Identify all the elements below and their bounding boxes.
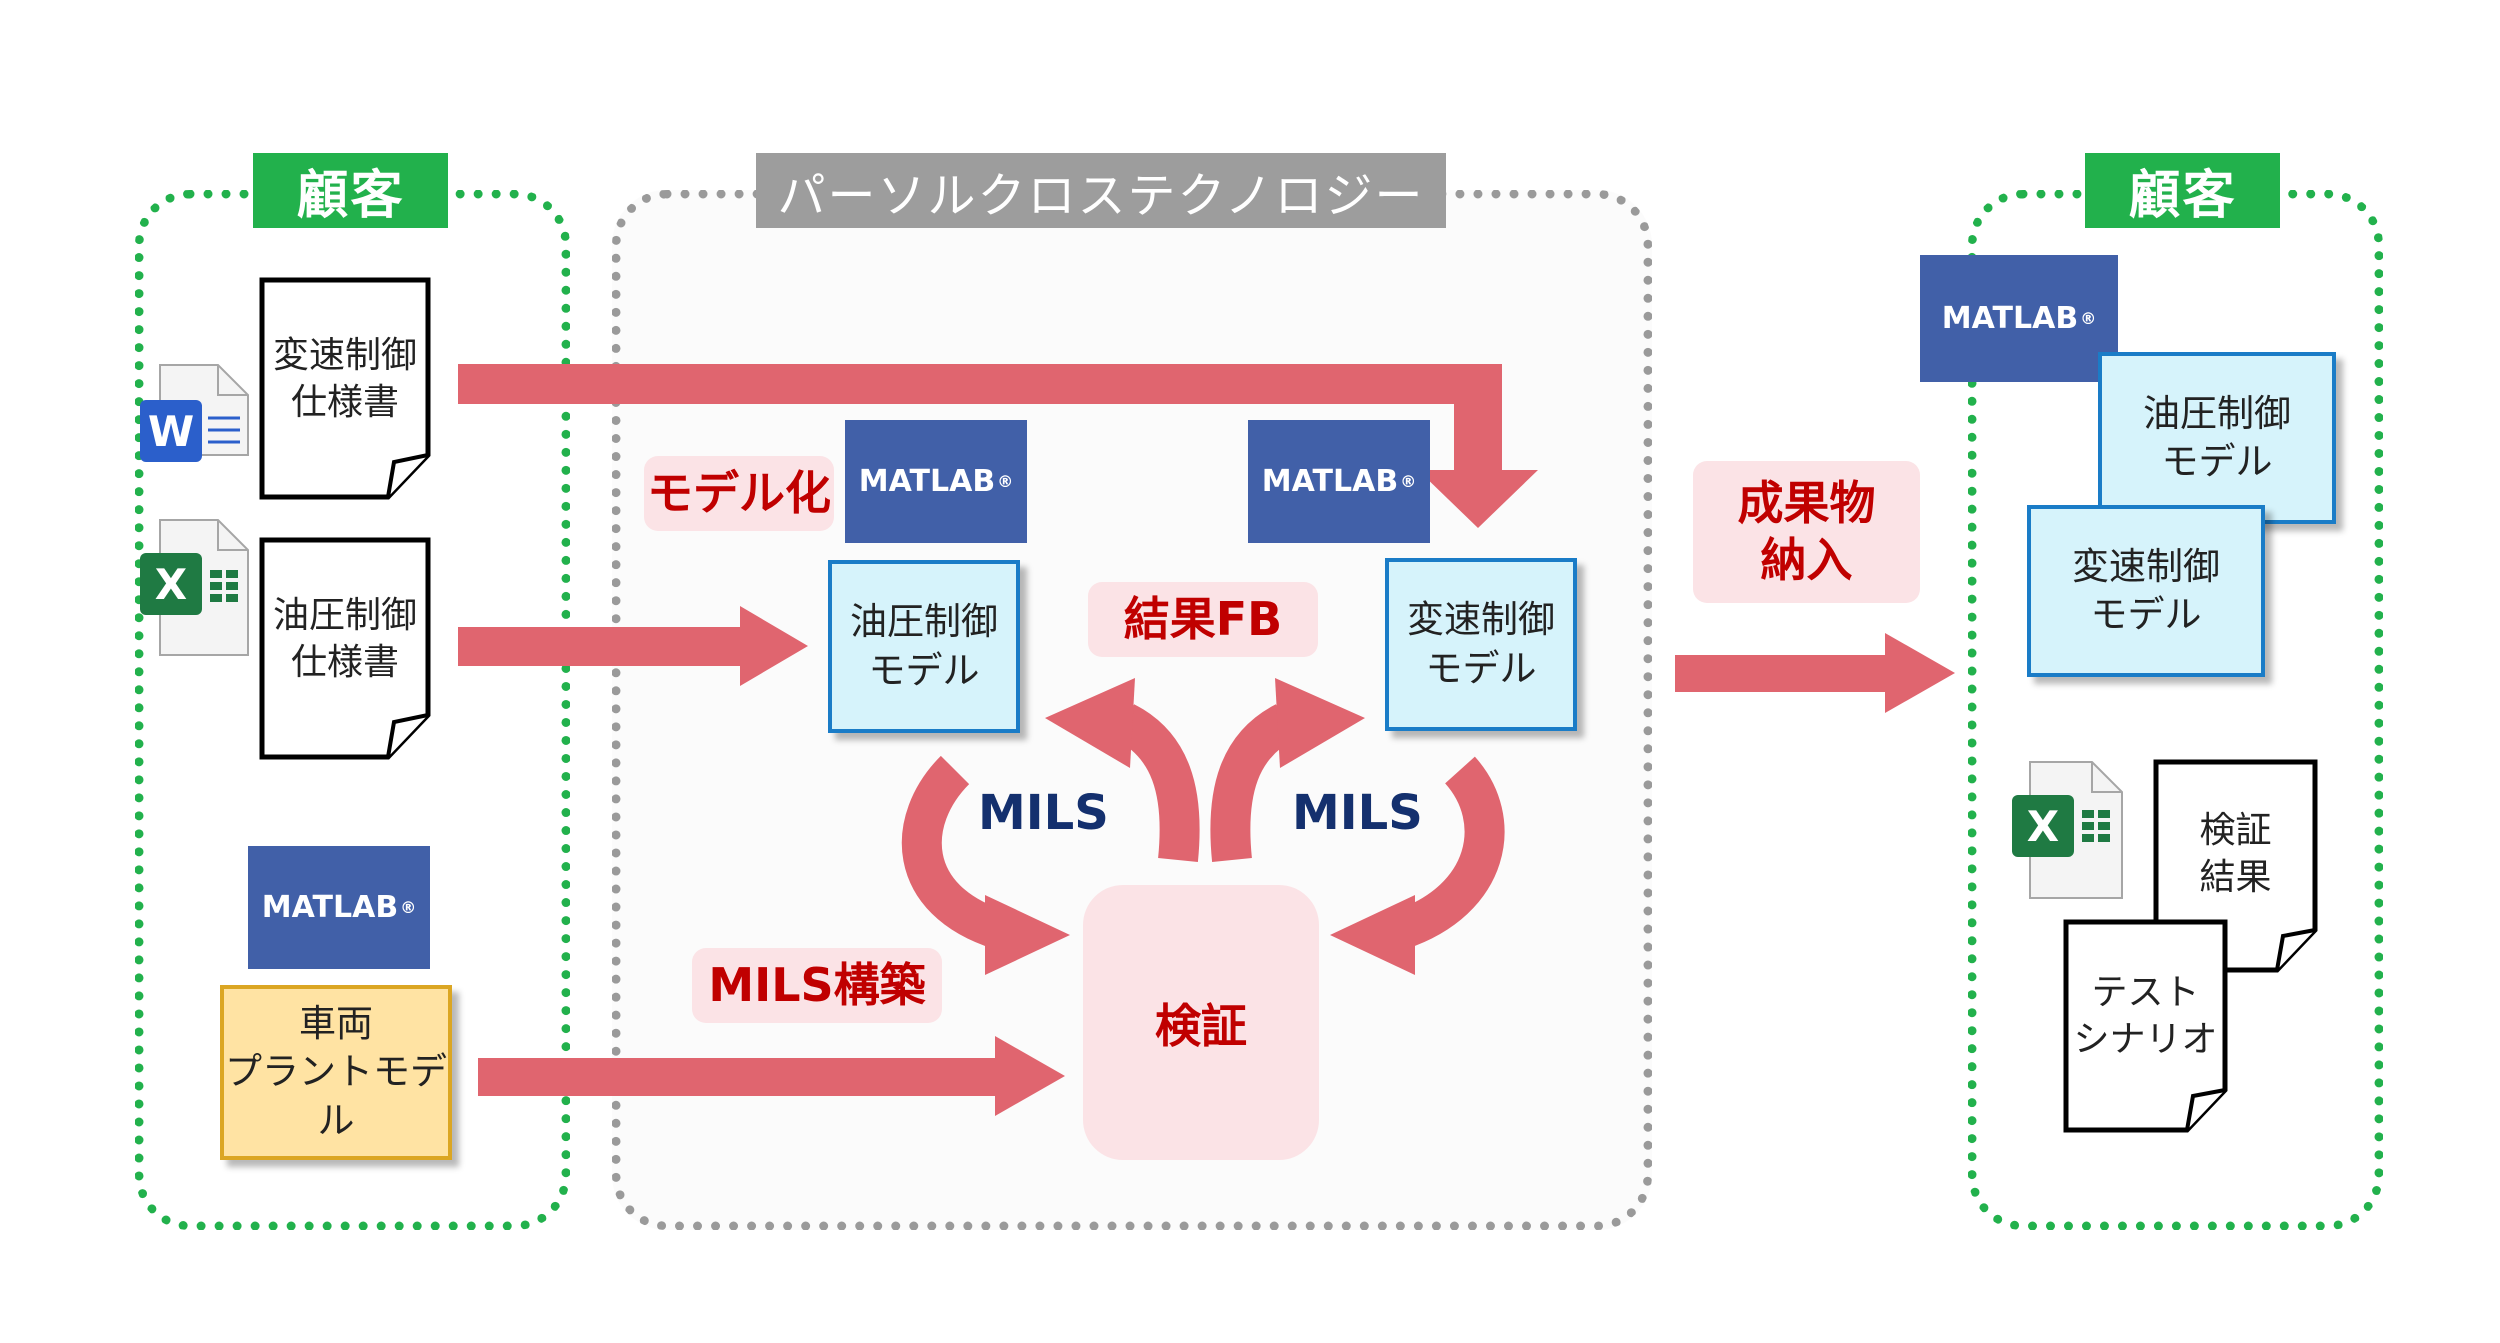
mils-curve-right-up xyxy=(1210,704,1295,862)
registered-mark: ® xyxy=(1400,472,1417,491)
result-fb-label: 結果FB xyxy=(1088,582,1318,657)
center-matlab-badge-2: MATLAB® xyxy=(1248,420,1430,543)
right-matlab-text: MATLAB xyxy=(1941,301,2079,336)
left-group-tag: 顧客 xyxy=(253,153,448,228)
mils-head-left-down xyxy=(985,895,1070,975)
word-file-icon xyxy=(140,364,249,462)
arrow-delivery xyxy=(1675,633,1955,713)
excel-icon-right: X xyxy=(2026,801,2060,851)
center-matlab-text-2: MATLAB xyxy=(1261,464,1399,499)
mils-label-right: MILS xyxy=(1292,785,1423,841)
delivery-line2: 納入 xyxy=(1760,533,1853,587)
excel-icon-left: X xyxy=(154,559,188,609)
verification-result-doc: 検証 結果 xyxy=(2156,790,2315,920)
verification-box: 検証 xyxy=(1083,885,1319,1160)
delivered-hydraulic-line2: モデル xyxy=(2161,440,2273,483)
scenario-doc-line2: シナリオ xyxy=(2073,1019,2218,1060)
hydraulic-spec-line1: 油圧制御 xyxy=(272,595,417,637)
right-matlab-badge: MATLAB® xyxy=(1920,255,2118,382)
center-matlab-badge-1: MATLAB® xyxy=(845,420,1027,543)
delivery-label: 成果物 納入 xyxy=(1693,461,1920,603)
mils-label-left: MILS xyxy=(978,785,1109,841)
shift-model-line2: モデル xyxy=(1425,646,1537,690)
delivered-shift-line1: 変速制御 xyxy=(2072,544,2220,588)
mils-curve-right-down xyxy=(1393,756,1505,949)
result-doc-line1: 検証 xyxy=(2199,810,2272,852)
mils-head-right-up xyxy=(1275,678,1365,768)
mils-build-label: MILS構築 xyxy=(692,948,942,1023)
hydraulic-model-line1: 油圧制御 xyxy=(850,600,998,644)
result-doc-line2: 結果 xyxy=(2199,857,2272,898)
hydraulic-spec-line2: 仕様書 xyxy=(290,642,399,683)
arrow-spec-to-hydraulic-model xyxy=(458,606,808,686)
shift-spec-line2: 仕様書 xyxy=(290,382,399,423)
modeling-label: モデル化 xyxy=(644,456,834,531)
mils-head-right-down xyxy=(1330,895,1415,975)
plant-line1: 車両 xyxy=(299,1002,373,1046)
left-matlab-badge: MATLAB® xyxy=(248,846,430,969)
hydraulic-control-model: 油圧制御 モデル xyxy=(828,560,1020,733)
right-group-tag: 顧客 xyxy=(2085,153,2280,228)
delivered-hydraulic-line1: 油圧制御 xyxy=(2143,391,2291,435)
registered-mark: ® xyxy=(2080,309,2097,328)
vehicle-plant-model: 車両 プラントモデル xyxy=(220,985,452,1160)
center-matlab-text-1: MATLAB xyxy=(858,464,996,499)
shift-model-line1: 変速制御 xyxy=(1407,598,1555,642)
mils-head-left-up xyxy=(1045,678,1135,768)
arrow-plant-to-verification xyxy=(478,1036,1065,1116)
scenario-doc-line1: テスト xyxy=(2091,972,2200,1014)
center-group-tag: パーソルクロステクノロジー xyxy=(756,153,1446,228)
excel-file-icon-left xyxy=(140,519,249,656)
mils-curve-left-down xyxy=(901,755,1007,950)
hydraulic-model-line2: モデル xyxy=(868,648,980,692)
delivery-line1: 成果物 xyxy=(1737,475,1876,530)
hydraulic-spec-doc: 油圧制御 仕様書 xyxy=(262,560,428,720)
shift-spec-doc: 変速制御 仕様書 xyxy=(262,300,428,460)
shift-control-model: 変速制御 モデル xyxy=(1385,558,1577,731)
delivered-shift-model: 変速制御 モデル xyxy=(2027,505,2265,677)
delivered-shift-line2: モデル xyxy=(2090,593,2202,636)
mils-curve-left-up xyxy=(1115,704,1200,862)
arrow-spec-to-shift-model xyxy=(458,364,1538,528)
left-matlab-text: MATLAB xyxy=(261,890,399,925)
excel-file-icon-right xyxy=(2012,761,2123,899)
word-icon: W xyxy=(147,406,195,456)
registered-mark: ® xyxy=(400,898,417,917)
plant-line2: プラントモデル xyxy=(225,1050,447,1142)
test-scenario-doc: テスト シナリオ xyxy=(2066,952,2225,1082)
registered-mark: ® xyxy=(997,472,1014,491)
delivered-hydraulic-model: 油圧制御 モデル xyxy=(2098,352,2336,524)
shift-spec-line1: 変速制御 xyxy=(272,335,417,377)
